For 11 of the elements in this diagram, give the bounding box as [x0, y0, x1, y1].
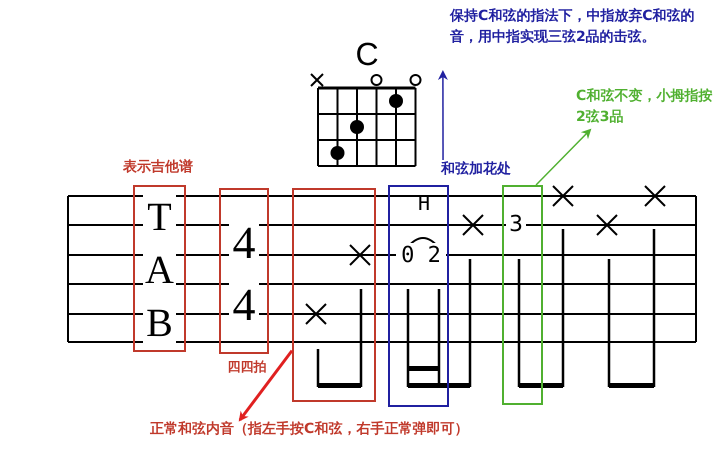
annotation-heading: 四四拍 [226, 359, 268, 376]
annotation-heading: 和弦加花处 [440, 160, 512, 178]
arrow [438, 70, 448, 160]
highlight-frame [292, 188, 376, 402]
chord-name: C [354, 36, 380, 72]
annotation-heading: 表示吉他谱 [122, 158, 194, 176]
annotation-text: 保持C和弦的指法下，中指放弃C和弦的音，用中指实现三弦2品的击弦。 [438, 6, 710, 72]
arrow [238, 350, 294, 422]
annotation-text: C和弦不变，小拇指按2弦3品 [576, 86, 716, 130]
annotation-text: 正常和弦内音（指左手按C和弦，右手正常弹即可） [150, 420, 570, 442]
arrow [536, 128, 592, 186]
